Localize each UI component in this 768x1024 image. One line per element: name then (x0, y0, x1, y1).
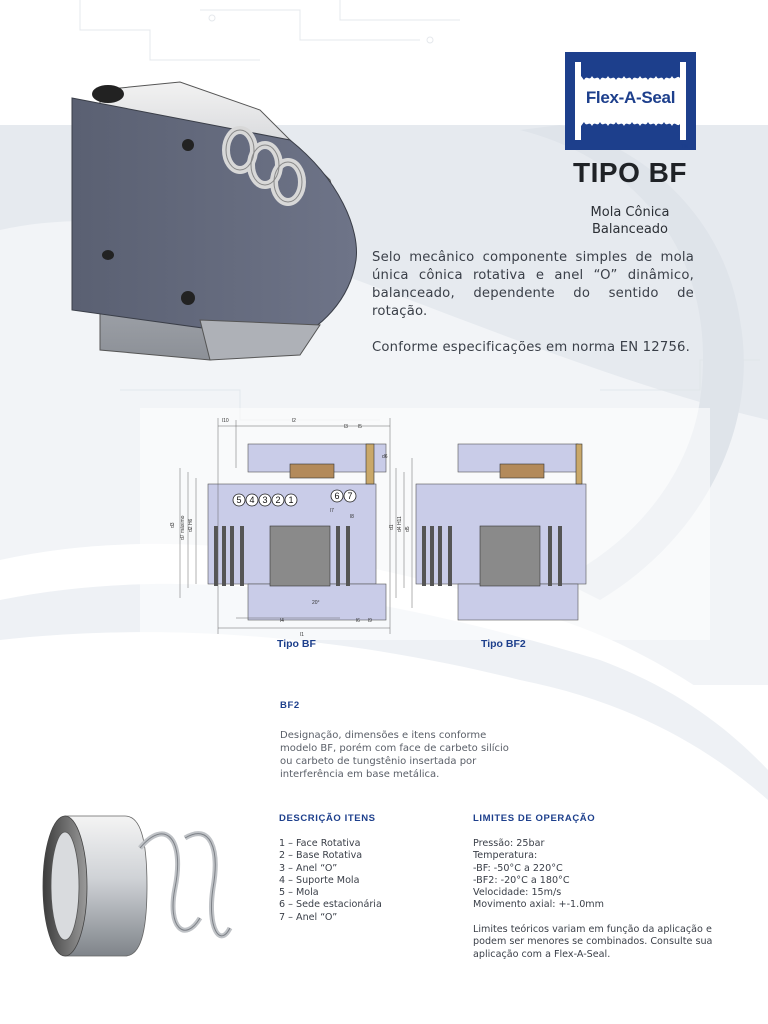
subtitle-line-1: Mola Cônica (590, 205, 670, 220)
product-photo (42, 815, 233, 957)
dim-angle: 20° (312, 600, 320, 606)
limit-line: Temperatura: (473, 850, 538, 862)
list-item: 7 – Anel “O” (279, 911, 338, 923)
list-item: 2 – Base Rotativa (279, 850, 363, 862)
dim-l9: l9 (368, 618, 372, 624)
seal-cutaway-illustration (71, 81, 357, 361)
brand-logo: Flex-A-Seal TM (565, 52, 696, 150)
list-item: 1 – Face Rotativa (279, 838, 361, 849)
list-item: 4 – Suporte Mola (279, 874, 360, 886)
dim-d7: d7 máximo (180, 515, 186, 540)
limit-line: Pressão: 25bar (473, 838, 545, 849)
item-marker-3: 3 (262, 495, 267, 505)
limit-line: Movimento axial: +-1.0mm (473, 899, 604, 911)
list-item: 3 – Anel “O” (279, 862, 338, 874)
dim-d2: d2 H6 (188, 518, 194, 532)
dim-l7: l7 (330, 508, 334, 514)
dim-d5: d5 (405, 526, 411, 532)
logo-wordmark: Flex-A-Seal (585, 88, 676, 107)
trademark-mark: TM (680, 144, 688, 150)
caption-tipo-bf: Tipo BF (277, 638, 316, 650)
bf2-description: Designação, dimensões e itens conforme m… (280, 730, 509, 780)
dim-l8: l8 (350, 514, 354, 520)
intro-paragraph-2: Conforme especificações em norma EN 1275… (372, 340, 691, 355)
dim-l2: l2 (292, 418, 296, 424)
dim-l4: l4 (280, 618, 284, 624)
dim-l6: l6 (356, 618, 360, 624)
dim-l10: l10 (222, 418, 229, 424)
dim-l1: l1 (300, 632, 304, 638)
item-marker-4: 4 (249, 495, 254, 505)
limits-list: Pressão: 25bar Temperatura: -BF: -50°C a… (473, 838, 733, 912)
dim-d4: d4 H11 (397, 516, 403, 532)
item-marker-5: 5 (236, 495, 241, 505)
dim-l5: l5 (358, 424, 362, 430)
item-marker-2: 2 (275, 495, 280, 505)
technical-drawing: 5 4 3 2 1 6 7 l10 l2 l3 l5 l1 l4 l6 l7 l… (140, 408, 710, 640)
items-list: 1 – Face Rotativa 2 – Base Rotativa 3 – … (279, 838, 382, 924)
bf2-heading: BF2 (280, 700, 300, 711)
caption-tipo-bf2: Tipo BF2 (481, 638, 526, 650)
item-marker-7: 7 (347, 491, 352, 501)
item-marker-6: 6 (334, 491, 339, 501)
limit-line: Velocidade: 15m/s (473, 887, 562, 899)
intro-text: Selo mecânico componente simples de mola… (372, 249, 694, 375)
dim-d1: d1 (389, 524, 395, 530)
limit-line: -BF: -50°C a 220°C (473, 862, 563, 874)
intro-paragraph-1: Selo mecânico componente simples de mola… (372, 250, 694, 319)
subtitle-line-2: Balanceado (591, 222, 669, 237)
dim-d6: d6 (382, 454, 388, 460)
limits-note: Limites teóricos variam em função da apl… (473, 924, 713, 960)
limit-line: -BF2: -20°C a 180°C (473, 874, 570, 886)
list-item: 6 – Sede estacionária (279, 899, 382, 911)
subtitle: Mola Cônica Balanceado (560, 204, 700, 238)
limits-heading: LIMITES DE OPERAÇÃO (473, 813, 596, 824)
item-marker-1: 1 (288, 495, 293, 505)
page-title: TIPO BF (573, 157, 687, 188)
list-item: 5 – Mola (279, 887, 319, 899)
drawing-bf: 5 4 3 2 1 6 7 l10 l2 l3 l5 l1 l4 l6 l7 l… (170, 418, 413, 638)
logo-emblem (565, 52, 696, 150)
dim-d3: d3 (170, 522, 176, 528)
drawing-bf2 (415, 443, 587, 621)
dim-l3: l3 (344, 424, 348, 430)
items-heading: DESCRIÇÃO ITENS (279, 813, 376, 824)
